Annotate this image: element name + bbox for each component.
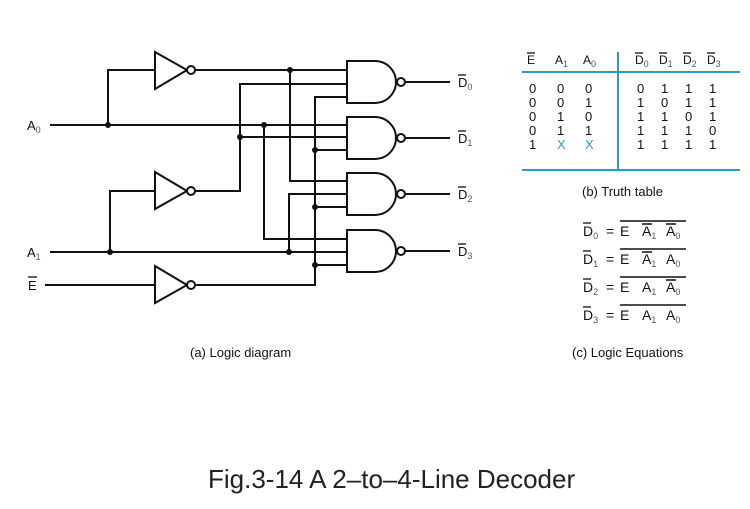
equation-d1: D1 = E A1 A0 (583, 248, 686, 269)
eq-lhs: D1 (583, 251, 598, 269)
nand-gate-d1 (346, 116, 450, 160)
tt-cell: 1 (557, 109, 564, 124)
tt-cell: 1 (709, 109, 716, 124)
equation-d3: D3 = E A1 A0 (583, 304, 686, 325)
inverter-a0 (154, 50, 196, 91)
label-d1-bar: D1 (458, 131, 472, 148)
caption-logic-equations: (c) Logic Equations (572, 345, 684, 360)
tt-cell: 1 (585, 123, 592, 138)
tt-cell: 1 (709, 95, 716, 110)
nand-gate-d2 (346, 172, 450, 216)
inverter-e (154, 264, 196, 305)
tt-cell: 1 (661, 109, 668, 124)
label-e-bar: E (28, 278, 37, 293)
wire-a1-branch (288, 193, 347, 252)
tt-cell: 1 (709, 137, 716, 152)
tt-header-1: A1 (555, 53, 568, 69)
wire-a0-not (195, 69, 347, 182)
label-d2-bar: D2 (458, 187, 472, 204)
tt-header-0: E (527, 53, 535, 67)
inverter-a1 (154, 170, 196, 211)
tt-cell: 1 (661, 137, 668, 152)
tt-cell: 0 (585, 109, 592, 124)
svg-text:E: E (620, 251, 629, 267)
svg-text:A1: A1 (642, 251, 656, 269)
tt-cell: 0 (529, 95, 536, 110)
figure-title: Fig.3-14 A 2–to–4-Line Decoder (208, 464, 575, 494)
svg-text:=: = (606, 251, 614, 267)
wire-a0-branch (263, 125, 347, 240)
tt-cell: 1 (585, 95, 592, 110)
tt-cell: 1 (685, 95, 692, 110)
wire-e (195, 96, 347, 286)
svg-text:=: = (606, 223, 614, 239)
tt-cell: 0 (529, 109, 536, 124)
tt-cell: 1 (637, 109, 644, 124)
tt-cell: 0 (661, 95, 668, 110)
caption-truth-table: (b) Truth table (582, 184, 663, 199)
svg-text:A1: A1 (642, 307, 656, 325)
tt-header-2: A0 (583, 53, 596, 69)
tt-cell: X (585, 137, 594, 152)
tt-cell: 1 (685, 123, 692, 138)
svg-text:=: = (606, 307, 614, 323)
tt-cell: 1 (661, 81, 668, 96)
svg-text:A1: A1 (642, 279, 656, 297)
caption-logic-diagram: (a) Logic diagram (190, 345, 291, 360)
tt-cell: 1 (637, 123, 644, 138)
svg-text:=: = (606, 279, 614, 295)
tt-cell: 1 (637, 95, 644, 110)
tt-cell: 0 (637, 81, 644, 96)
equation-d0: D0 = E A1 A0 (583, 220, 686, 241)
tt-cell: 1 (529, 137, 536, 152)
tt-cell: 1 (557, 123, 564, 138)
tt-cell: 1 (661, 123, 668, 138)
label-a0: A0 (27, 118, 41, 135)
equation-d2: D2 = E A1 A0 (583, 276, 686, 297)
label-d0-bar: D0 (458, 75, 472, 92)
tt-cell: 1 (685, 81, 692, 96)
wire-a1-not (195, 83, 347, 192)
svg-text:E: E (620, 307, 629, 323)
tt-cell: 0 (529, 123, 536, 138)
tt-cell: 0 (529, 81, 536, 96)
tt-cell: X (557, 137, 566, 152)
tt-cell: 1 (685, 137, 692, 152)
svg-text:A0: A0 (666, 307, 680, 325)
wire-a0-tap (107, 69, 155, 125)
tt-header-d2: D2 (683, 53, 697, 69)
tt-header-d0: D0 (635, 53, 649, 69)
nand-gate-d3 (346, 229, 450, 273)
tt-cell: 0 (709, 123, 716, 138)
eq-lhs: D2 (583, 279, 598, 297)
tt-cell: 0 (685, 109, 692, 124)
wire-a1-tap (109, 190, 155, 252)
eq-lhs: D3 (583, 307, 598, 325)
tt-header-d1: D1 (659, 53, 673, 69)
tt-cell: 0 (585, 81, 592, 96)
nand-gate-d0 (346, 60, 450, 104)
tt-cell: 0 (557, 81, 564, 96)
svg-text:A0: A0 (666, 251, 680, 269)
svg-text:E: E (620, 279, 629, 295)
svg-text:E: E (620, 223, 629, 239)
svg-text:A1: A1 (642, 223, 656, 241)
label-a1: A1 (27, 245, 41, 262)
tt-cell: 1 (709, 81, 716, 96)
eq-lhs: D0 (583, 223, 598, 241)
tt-cell: 0 (557, 95, 564, 110)
label-d3-bar: D3 (458, 244, 472, 261)
svg-text:A0: A0 (666, 223, 680, 241)
svg-text:A0: A0 (666, 279, 680, 297)
tt-cell: 1 (637, 137, 644, 152)
tt-header-d3: D3 (707, 53, 721, 69)
